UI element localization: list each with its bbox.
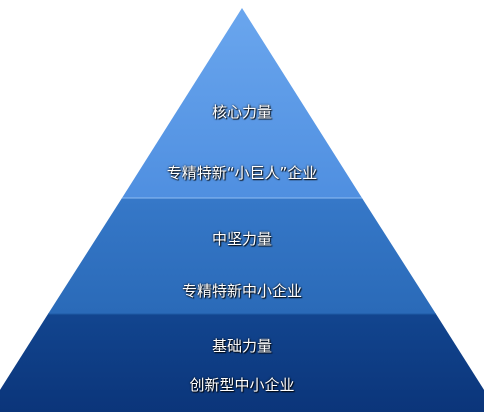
middle-tier-title: 中坚力量	[211, 230, 272, 248]
pyramid-tier-bottom	[0, 314, 484, 412]
pyramid-tier-middle	[48, 198, 436, 314]
top-tier-subtitle: 专精特新“小巨人”企业	[166, 164, 318, 182]
middle-tier-subtitle: 专精特新中小企业	[181, 282, 302, 300]
bottom-tier-subtitle: 创新型中小企业	[189, 376, 295, 394]
pyramid-tier-top	[122, 8, 362, 198]
top-tier-title: 核心力量	[211, 103, 272, 121]
bottom-tier-title: 基础力量	[211, 337, 272, 355]
